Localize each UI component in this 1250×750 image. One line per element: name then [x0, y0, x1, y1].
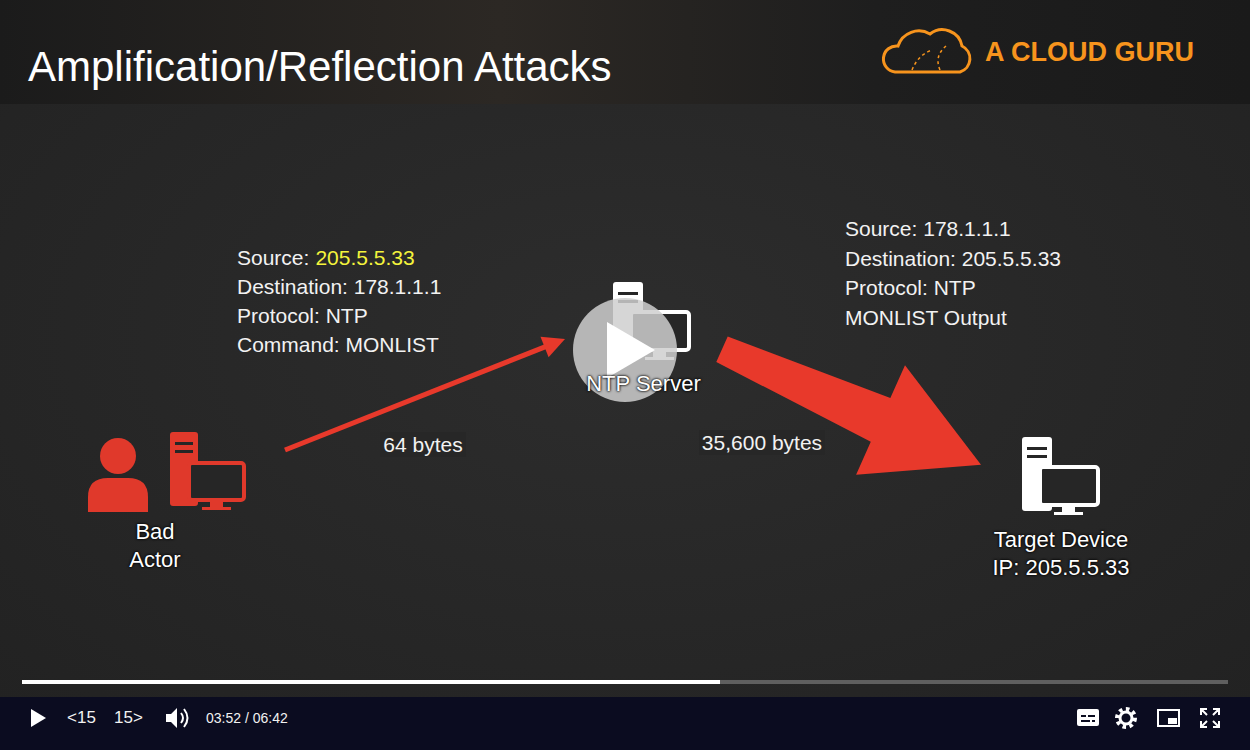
device-node: NTP Server — [565, 280, 722, 402]
logo-cloud — [883, 30, 969, 72]
tower-slot — [175, 450, 193, 453]
bad-actor-icon — [88, 432, 244, 512]
tower-slot — [1027, 455, 1047, 458]
node-label: NTP Server — [586, 370, 701, 398]
subtitles-box — [1077, 709, 1099, 726]
byte-size: 64 bytes — [380, 432, 465, 457]
arrow-head — [540, 337, 565, 357]
volume-icon — [166, 708, 188, 728]
subtitles-line — [1092, 720, 1095, 722]
gear-teeth — [1117, 709, 1135, 727]
subtitles-line — [1081, 720, 1090, 722]
skip-back: <15 — [67, 708, 96, 728]
device-node: Bad Actor — [85, 428, 285, 582]
tower-slot — [618, 292, 638, 295]
monitor-icon — [189, 463, 244, 500]
spoofed-ip: 205.5.5.33 — [315, 245, 414, 270]
person-body — [88, 478, 148, 512]
progress-track — [22, 680, 1228, 684]
pip-icon — [1158, 710, 1179, 726]
packet-field: Protocol: NTP — [237, 303, 368, 328]
monitor-base — [202, 507, 231, 510]
skip-forward: 15> — [114, 708, 143, 728]
packet-field: Source: — [237, 245, 309, 270]
packet-field: Destination: 205.5.5.33 — [845, 246, 1061, 271]
subtitles-icon — [1077, 709, 1099, 726]
subtitles-line — [1088, 715, 1095, 717]
title-bar — [0, 0, 1250, 104]
speaker-shape — [166, 708, 177, 728]
node-label: Target Device — [994, 526, 1129, 554]
packet-field: MONLIST Output — [845, 305, 1007, 330]
tower-slot — [175, 442, 193, 445]
packet-field: Command: MONLIST — [237, 332, 439, 357]
slide-title: Amplification/Reflection Attacks — [28, 42, 612, 92]
monitor-base — [1054, 512, 1083, 515]
packet-field: Source: 178.1.1.1 — [845, 216, 1011, 241]
device-node: Target DeviceIP: 205.5.5.33 — [981, 432, 1141, 588]
node-label: Bad Actor — [115, 518, 195, 574]
subtitles-line — [1081, 715, 1086, 717]
sound-waves — [181, 709, 188, 727]
byte-size: 35,600 bytes — [699, 430, 825, 455]
gear-ring — [1120, 712, 1132, 724]
packet-field: Protocol: NTP — [845, 275, 976, 300]
node-label: IP: 205.5.5.33 — [993, 554, 1130, 582]
settings-icon — [1117, 709, 1135, 727]
play-control — [31, 709, 46, 727]
pip-frame — [1158, 710, 1179, 726]
tower-slot — [1027, 447, 1047, 450]
time-display: 03:52 / 06:42 — [206, 709, 288, 727]
control-bar — [0, 697, 1250, 750]
play-triangle — [607, 322, 655, 378]
pip-inset — [1168, 718, 1177, 724]
fullscreen-icon — [1201, 709, 1219, 727]
logo-cloud-detail — [912, 46, 946, 70]
target-device-icon — [1022, 437, 1098, 515]
person-head — [100, 438, 136, 474]
packet-field: Destination: 178.1.1.1 — [237, 274, 441, 299]
monitor-icon — [1040, 467, 1098, 505]
logo-text: A CLOUD GURU — [985, 35, 1194, 69]
progress-played — [22, 680, 720, 684]
